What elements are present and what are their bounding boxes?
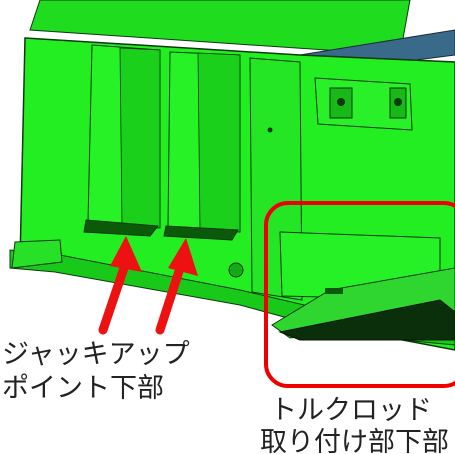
arrow-jack-1 <box>98 236 142 335</box>
bolt-2 <box>267 127 273 133</box>
bolt-1 <box>228 262 244 278</box>
jack-point-label-line2: ポイント下部 <box>2 373 164 404</box>
jack-channel-1 <box>83 44 161 237</box>
torque-rod-plate <box>278 299 455 341</box>
torque-rod-label-line1: トルクロッド <box>270 395 432 426</box>
jack-channel-2 <box>163 51 241 241</box>
left-bracket <box>11 239 63 269</box>
mount-block <box>314 77 413 131</box>
torque-rod-highlight-box <box>264 201 455 388</box>
jack-channel-2-opening <box>163 225 239 241</box>
arrow-jack-2 <box>155 238 198 335</box>
jack-channel-1-opening <box>83 219 159 237</box>
torque-rod-mount <box>271 231 455 341</box>
torque-rod-label-line2: 取り付け部下部 <box>260 427 449 454</box>
jack-point-label-line1: ジャッキアップ <box>2 339 190 370</box>
